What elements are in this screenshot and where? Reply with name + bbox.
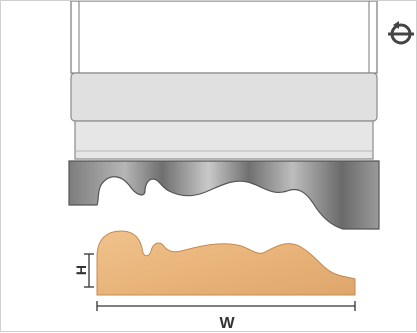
width-label: W xyxy=(219,315,235,332)
cutter-body xyxy=(70,72,378,160)
height-dimension xyxy=(84,253,94,288)
width-dimension xyxy=(96,301,356,311)
rotation-icon xyxy=(388,21,414,45)
wood-molding-profile xyxy=(96,230,356,296)
cutter-shank xyxy=(70,1,378,74)
cutter-blade xyxy=(68,160,380,230)
height-label: H xyxy=(73,265,89,275)
